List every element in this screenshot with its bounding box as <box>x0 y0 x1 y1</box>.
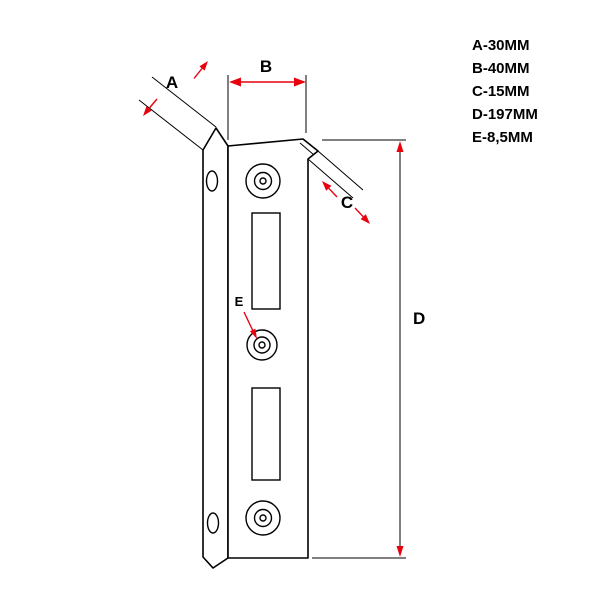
dim-d-arrowhead-bottom <box>396 546 404 557</box>
latch-slot-lower <box>251 387 281 481</box>
flange-oval-hole-bottom <box>206 512 220 534</box>
dim-e-label: E <box>235 294 244 309</box>
screw-hole-bottom-center <box>259 514 267 522</box>
dim-e-arrowhead <box>250 328 257 339</box>
dim-a-extension-line-2 <box>151 76 217 128</box>
dim-b-label: B <box>260 57 272 76</box>
legend-item-c: C-15MM <box>472 83 530 100</box>
dim-c-extension-line-1 <box>317 150 364 191</box>
lip-fold-line <box>299 142 315 156</box>
dim-b-arrowhead-left <box>229 77 241 87</box>
dim-b-arrowhead-right <box>294 77 306 87</box>
dim-c-arrowhead-lower <box>360 214 370 224</box>
screw-hole-middle-center <box>258 341 266 349</box>
dim-c-extension-line-2 <box>307 158 354 199</box>
dim-d-arrowhead-top <box>396 141 404 152</box>
legend-item-d: D-197MM <box>472 106 538 123</box>
dim-c-arrow-tail-lower <box>354 207 364 218</box>
dim-a-arrow-tail-lower <box>148 98 158 109</box>
dim-c-label: C <box>341 193 353 212</box>
latch-slot-upper <box>251 212 281 310</box>
dim-c-arrow-tail-upper <box>328 187 338 198</box>
dim-a-extension-line-1 <box>138 99 204 151</box>
legend-item-b: B-40MM <box>472 60 530 77</box>
dim-c-arrowhead-upper <box>322 181 332 191</box>
screw-hole-top-center <box>259 177 267 185</box>
dim-a-arrow-tail-upper <box>193 68 203 79</box>
legend-item-e: E-8,5MM <box>472 129 533 146</box>
legend-item-a: A-30MM <box>472 37 530 54</box>
dim-e-leader-line <box>243 311 254 332</box>
dim-d-label: D <box>413 309 425 328</box>
dim-a-arrowhead-lower <box>143 106 152 116</box>
dim-a-label: A <box>166 73 178 92</box>
flange-oval-hole-top <box>205 170 219 192</box>
dim-a-arrowhead-upper <box>199 61 208 71</box>
flange-outline <box>202 127 229 569</box>
dimension-legend: A-30MM B-40MM C-15MM D-197MM E-8,5MM <box>472 34 538 149</box>
